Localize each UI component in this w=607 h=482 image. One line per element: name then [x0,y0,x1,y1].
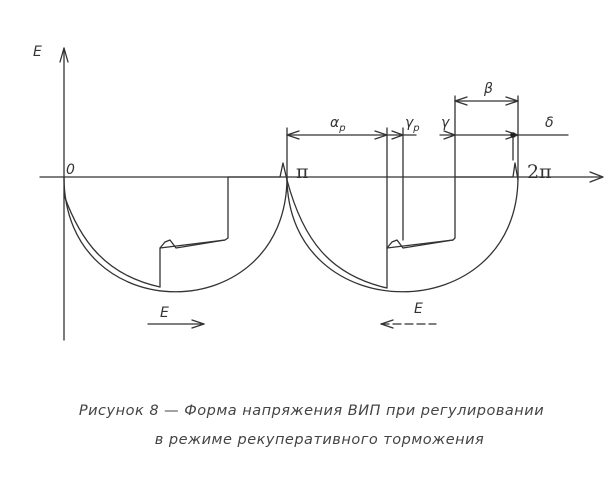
sine-curve-1 [63,176,288,293]
two-pi-label: 2π [527,161,552,183]
voltage-segment-1 [159,162,288,288]
notch-line-1 [159,239,226,249]
axis-y-label: E [33,44,42,60]
x-axis-arrowhead [589,171,604,183]
delta-marker-dot [510,132,516,138]
voltage-segment-2 [386,162,519,289]
figure-caption-line-1: Рисунок 8 — Форма напряжения ВИП при рег… [78,403,545,419]
sine-curve-2 [286,176,519,293]
alpha-label: αp [330,115,346,134]
e-arrow-left-label: E [160,305,169,321]
e-arrow-right-head [380,319,394,329]
e-arrow-right-label: E [414,301,423,317]
dim-gamma-arrow-left [443,130,456,140]
gamma-label: γ [441,115,450,131]
dim-gamma-p-arrow [391,130,404,140]
origin-label: 0 [66,162,75,178]
dim-alpha-arrow-left [286,130,300,140]
pi-label: π [296,161,309,183]
gamma-p-label: γp [405,115,420,134]
notch-line-2 [386,239,454,249]
e-arrow-left-head [191,319,205,329]
figure-caption-line-2: в режиме рекуперативного торможения [154,432,485,448]
delta-label: δ [545,115,554,131]
y-axis-arrowhead [59,47,69,63]
beta-label: β [483,81,493,97]
dim-beta-arrow-left [454,96,468,106]
dim-beta-arrow-right [505,96,519,106]
inverted-arc-1 [63,194,161,288]
inverted-arc-2 [286,179,388,289]
